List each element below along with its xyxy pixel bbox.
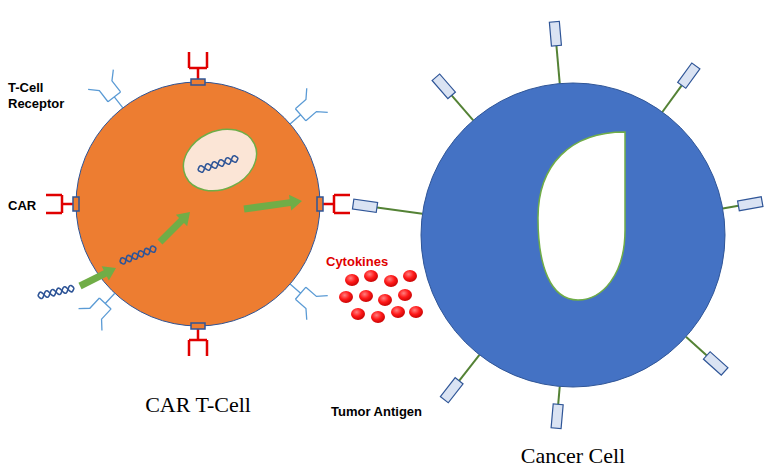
membrane-anchor bbox=[317, 197, 323, 211]
tumor-antigen bbox=[683, 333, 728, 375]
tumor-antigen bbox=[658, 63, 700, 115]
tumor-antigen bbox=[549, 21, 564, 84]
cell-outline bbox=[76, 82, 320, 326]
car-receptor bbox=[189, 323, 207, 356]
cytokine-dot bbox=[351, 308, 365, 320]
cell: CAR T-Cell bbox=[76, 82, 320, 326]
antigen-stalk bbox=[723, 206, 739, 209]
car-shape bbox=[189, 329, 207, 356]
membrane-anchor bbox=[73, 197, 79, 211]
cell: Cancer Cell bbox=[421, 83, 725, 387]
antigen-head bbox=[549, 21, 561, 46]
t-cell-receptor bbox=[280, 88, 328, 136]
antigen-head bbox=[440, 378, 463, 403]
tumor-antigen bbox=[440, 352, 483, 403]
cytokine-dot bbox=[409, 306, 423, 318]
cytokine-dot bbox=[345, 274, 359, 286]
car-shape bbox=[323, 195, 350, 213]
green-arrow bbox=[158, 212, 190, 244]
cytokine-dot bbox=[398, 289, 412, 301]
cell-outline bbox=[421, 83, 725, 387]
car-shape bbox=[46, 195, 73, 213]
dna-strand bbox=[120, 248, 156, 262]
tumor-antigen bbox=[551, 386, 565, 429]
antigen-head bbox=[678, 63, 700, 88]
car-receptor bbox=[46, 195, 79, 213]
antigen-head bbox=[352, 199, 377, 212]
t-cell-receptor bbox=[88, 70, 135, 118]
cytokine-dot bbox=[339, 291, 353, 303]
t-cell-receptor bbox=[79, 282, 127, 330]
callout-label: CAR bbox=[8, 198, 36, 214]
callout-label: Cytokines bbox=[326, 254, 388, 270]
cytokine-dot bbox=[384, 275, 398, 287]
antigen-stalk bbox=[452, 95, 474, 120]
antigen-head bbox=[703, 352, 728, 375]
tumor-antigen bbox=[432, 74, 477, 124]
cell-title: Cancer Cell bbox=[341, 444, 768, 467]
dna-strand bbox=[120, 246, 156, 264]
t-cell-receptor bbox=[280, 272, 328, 320]
callout-label: T-Cell Receptor bbox=[8, 80, 82, 111]
cell-body bbox=[76, 82, 320, 326]
membrane-anchor bbox=[191, 323, 205, 329]
cytokine-dot bbox=[403, 270, 417, 282]
dna-strand bbox=[38, 285, 74, 298]
nucleus bbox=[173, 118, 266, 203]
antigen-stalk bbox=[377, 207, 423, 213]
antigen-stalk bbox=[662, 85, 681, 112]
nucleus bbox=[538, 132, 625, 300]
cytokine-dot bbox=[359, 290, 373, 302]
callout-label: Tumor Antigen bbox=[331, 404, 422, 420]
cytokine-dot bbox=[371, 311, 385, 323]
dna-strand bbox=[38, 287, 74, 297]
antigen-head bbox=[432, 74, 455, 99]
cytokine-dot bbox=[378, 294, 392, 306]
green-arrow bbox=[244, 195, 302, 213]
antigen-stalk bbox=[556, 46, 559, 84]
cell-body bbox=[421, 83, 725, 387]
green-arrow bbox=[78, 266, 116, 289]
car-shape bbox=[189, 52, 207, 79]
tumor-antigen bbox=[722, 197, 763, 214]
cytokine-dot bbox=[364, 270, 378, 282]
tumor-antigen bbox=[352, 199, 423, 219]
antigen-head bbox=[738, 197, 763, 211]
cytokine-dot bbox=[391, 306, 405, 318]
antigen-stalk bbox=[686, 337, 707, 356]
antigen-stalk bbox=[459, 355, 479, 381]
dna-strand bbox=[198, 156, 238, 172]
dna-strand bbox=[198, 158, 238, 170]
car-receptor bbox=[189, 52, 207, 85]
car-receptor bbox=[317, 195, 350, 213]
antigen-head bbox=[551, 404, 563, 429]
antigen-stalk bbox=[558, 386, 560, 404]
membrane-anchor bbox=[191, 79, 205, 85]
